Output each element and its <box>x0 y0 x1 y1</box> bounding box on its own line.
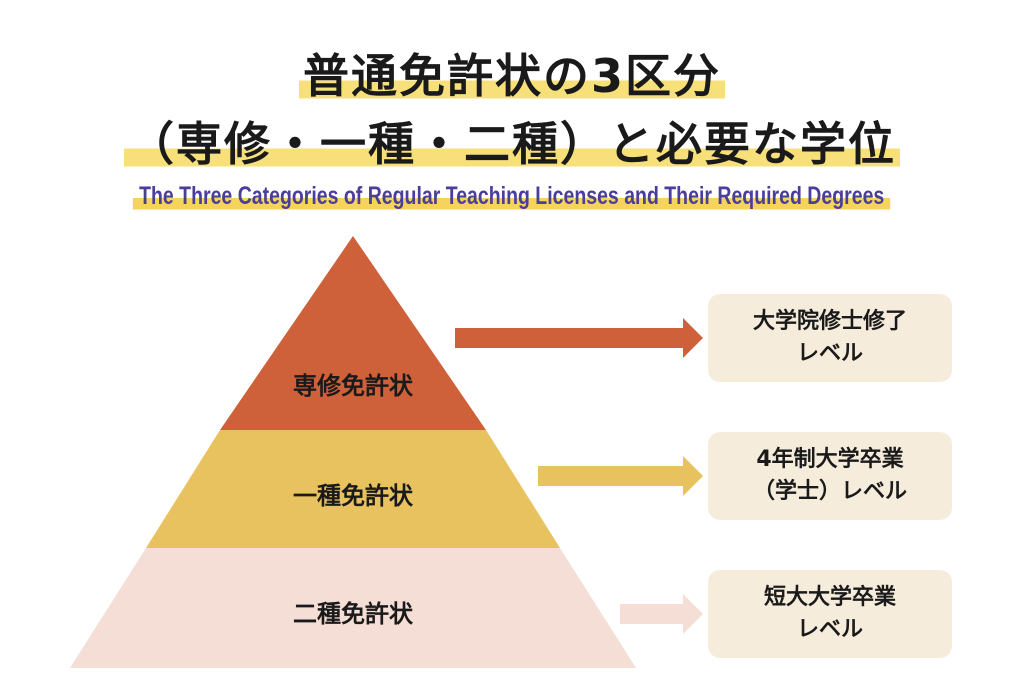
arrow-middle <box>538 456 703 496</box>
pyramid-tier-top <box>220 236 486 430</box>
subtitle-container: The Three Categories of Regular Teaching… <box>0 182 1024 211</box>
degree-box-junior-college: 短大大学卒業 レベル <box>708 570 952 658</box>
pyramid-tier-bottom <box>70 548 636 668</box>
degree-text-line2: レベル <box>796 617 863 642</box>
pyramid-tier-middle <box>146 430 560 548</box>
degree-text-line2: （学士）レベル <box>752 479 907 504</box>
page-subtitle: The Three Categories of Regular Teaching… <box>133 182 891 211</box>
arrow-top <box>455 318 703 358</box>
tier-label-senshu: 専修免許状 <box>293 372 413 400</box>
page-title-line2: （専修・一種・二種）と必要な学位 <box>0 108 1024 174</box>
degree-text-line1: 短大大学卒業 <box>763 585 896 611</box>
degree-box-master: 大学院修士修了 レベル <box>708 294 952 382</box>
tier-label-nishu: 二種免許状 <box>293 600 413 628</box>
degree-text-line2: レベル <box>796 341 863 366</box>
tier-label-isshu: 一種免許状 <box>293 482 413 510</box>
degree-text-line1: 4年制大学卒業 <box>756 447 904 473</box>
degree-text-line1: 大学院修士修了 <box>752 309 907 335</box>
page-title-line1: 普通免許状の3区分 <box>0 40 1024 106</box>
arrow-bottom <box>620 594 703 634</box>
degree-box-bachelor: 4年制大学卒業 （学士）レベル <box>708 432 952 520</box>
